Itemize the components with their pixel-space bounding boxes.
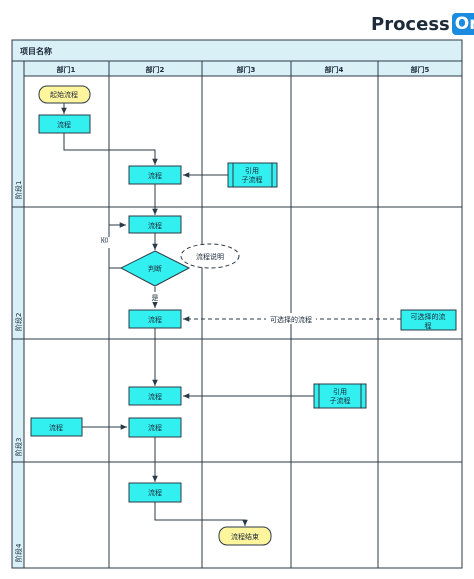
department-label: 部门5 (411, 65, 430, 74)
process-label: 流程 (49, 423, 63, 432)
subprocess-label: 子流程 (242, 175, 263, 184)
decision-label: 判断 (148, 264, 162, 273)
process-box[interactable] (128, 165, 182, 185)
process-box[interactable] (128, 417, 182, 438)
process-box[interactable] (38, 114, 91, 134)
project-title-band (11, 39, 463, 62)
process-label: 流程 (148, 423, 162, 432)
decision-diamond[interactable] (119, 250, 191, 287)
process-label: 流程 (57, 120, 71, 129)
department-label: 部门3 (237, 65, 256, 74)
department-label: 部门1 (57, 65, 76, 74)
process-box[interactable] (128, 386, 182, 406)
stage-label: 阶段1 (14, 181, 23, 199)
optional-process-box[interactable] (400, 309, 457, 331)
end-label: 流程结束 (231, 532, 259, 541)
stage-label: 阶段2 (14, 313, 23, 331)
department-header-band (23, 60, 463, 77)
stage-column (11, 60, 25, 569)
process-label: 流程 (148, 488, 162, 497)
process-box[interactable] (128, 482, 182, 503)
annotation-label: 流程说明 (196, 252, 224, 261)
subprocess-label: 子流程 (330, 396, 351, 405)
connector (154, 502, 248, 526)
edge-label-bg (148, 292, 162, 302)
department-label: 部门2 (146, 65, 165, 74)
edge-label-bg (100, 237, 110, 248)
end-terminator[interactable] (218, 526, 272, 546)
start-label: 起始流程 (50, 90, 78, 99)
process-label: 流程 (148, 392, 162, 401)
logo-text: Process (371, 13, 450, 35)
annotation-note[interactable] (180, 243, 240, 269)
department-label: 部门4 (325, 65, 344, 74)
optional-process-label: 可选择的流 (411, 312, 446, 321)
optional-process-label: 程 (425, 321, 432, 330)
edge-label-optional: 可选择的流程 (270, 315, 312, 324)
start-terminator[interactable] (38, 85, 91, 104)
processon-logo: Process On (371, 11, 474, 37)
edge-label-no: 否 (101, 237, 109, 244)
subprocess-box[interactable] (313, 383, 367, 409)
connector (63, 133, 158, 165)
logo-badge: On (451, 13, 474, 35)
project-title: 项目名称 (20, 46, 52, 56)
stage-label: 阶段4 (14, 543, 23, 562)
edge-label-yes: 是 (152, 294, 159, 302)
subprocess-label: 引用 (333, 387, 347, 396)
process-label: 流程 (148, 315, 162, 324)
process-label: 流程 (148, 221, 162, 230)
process-box[interactable] (30, 417, 83, 437)
subprocess-label: 引用 (245, 166, 259, 175)
process-box[interactable] (128, 309, 182, 329)
department-headers: 部门1 部门2 部门3 部门4 部门5 (57, 61, 430, 568)
edge-label-bg (266, 313, 316, 324)
process-box[interactable] (128, 215, 182, 234)
stage-label: 阶段3 (14, 438, 23, 456)
subprocess-box[interactable] (227, 162, 278, 188)
process-label: 流程 (148, 171, 162, 180)
stage-rows: 阶段1 阶段2 阶段3 阶段4 (12, 181, 462, 562)
